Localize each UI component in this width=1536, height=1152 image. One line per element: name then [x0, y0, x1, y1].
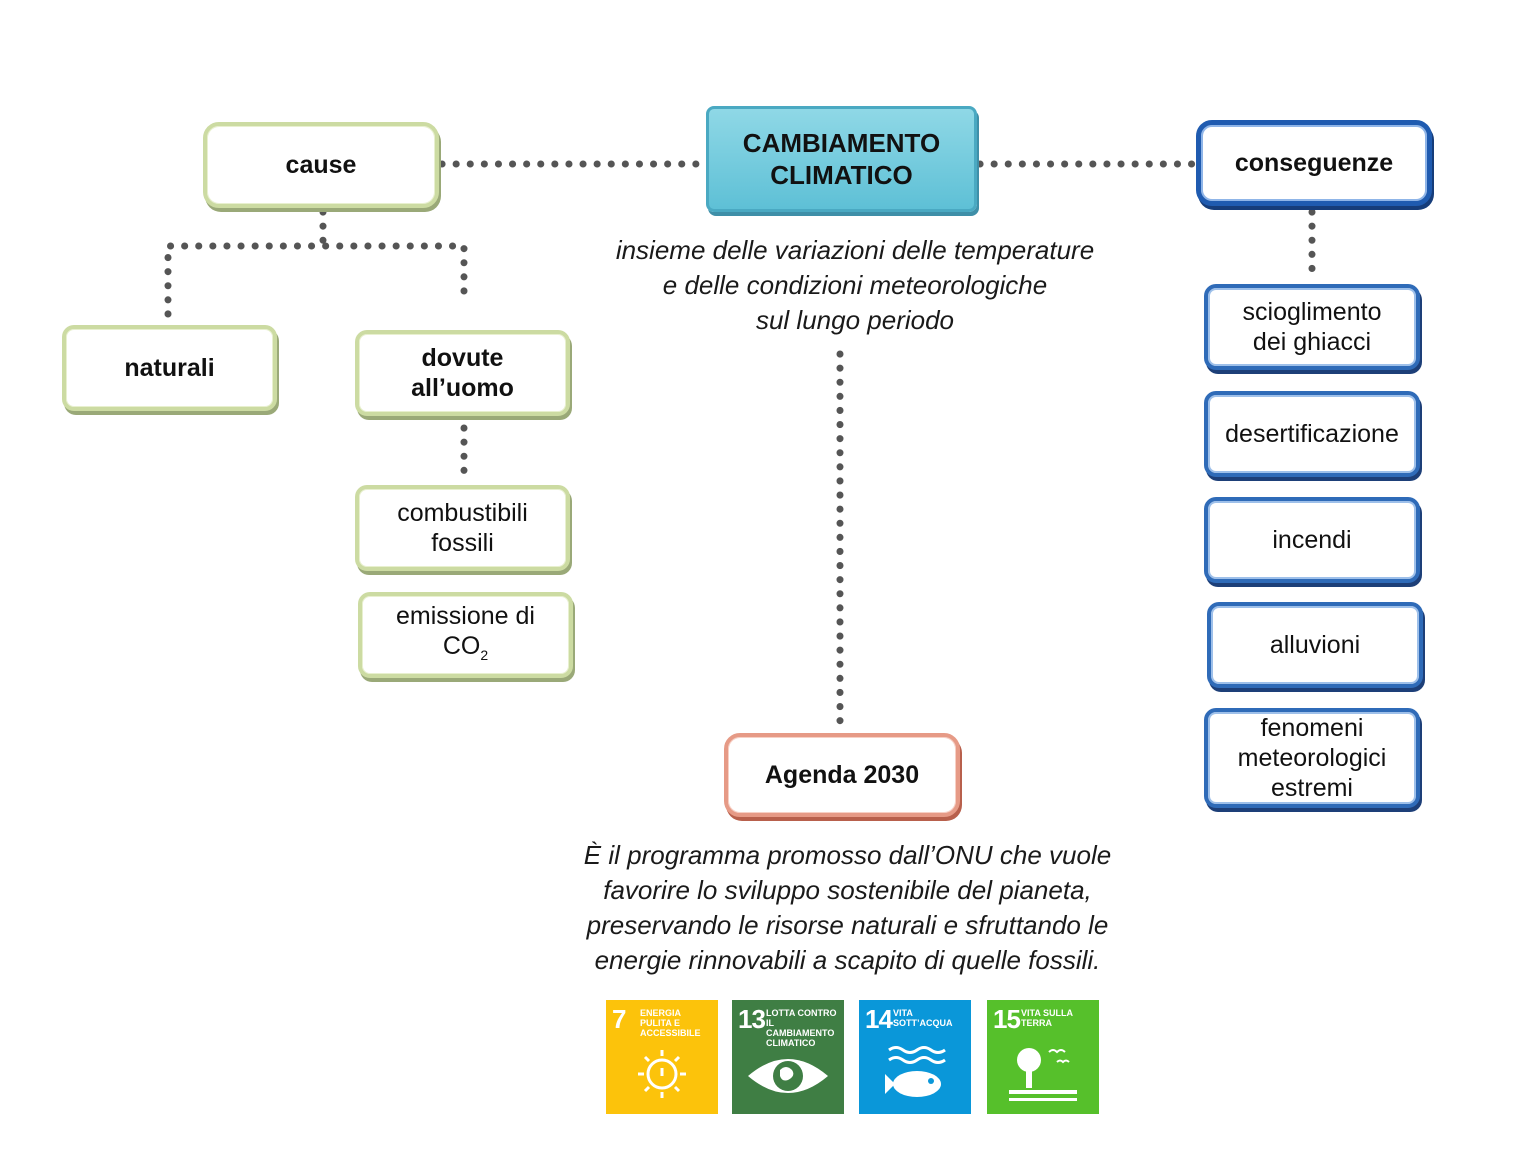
cause-label: cause: [285, 151, 357, 179]
agenda-desc-line4: energie rinnovabili a scapito di quelle …: [594, 945, 1101, 975]
earth-eye-icon: [748, 1059, 828, 1093]
central-node: CAMBIAMENTO CLIMATICO: [706, 106, 977, 212]
sdg-14-number: 14: [865, 1004, 893, 1034]
co2-emission-node: emissione di CO2: [358, 592, 573, 678]
fossil-fuels-node: combustibili fossili: [355, 485, 570, 571]
sdg-13-title: LOTTA CONTRO IL CAMBIAMENTO CLIMATICO: [766, 1008, 837, 1048]
co2-emission-line2: CO2: [443, 631, 488, 670]
fossil-fuels-line1: combustibili: [397, 499, 528, 527]
sdg-7-title: ENERGIA PULITA E ACCESSIBILE: [640, 1008, 701, 1038]
floods-label: alluvioni: [1269, 631, 1361, 659]
fires-node: incendi: [1204, 497, 1420, 583]
agenda-desc-line3: preservando le risorse naturali e sfrutt…: [586, 910, 1109, 940]
sdg-14-tile: 14 VITA SOTT’ACQUA: [859, 1000, 971, 1114]
agenda-description: È il programma promosso dall’ONU che vuo…: [520, 838, 1175, 978]
fish-waves-icon: [885, 1046, 946, 1097]
sdg-13-number: 13: [738, 1004, 766, 1034]
human-cause-node: dovute all’uomo: [355, 330, 570, 416]
ice-melting-line2: dei ghiacci: [1252, 328, 1372, 356]
extreme-weather-line1: fenomeni: [1260, 714, 1364, 742]
co2-subscript: 2: [480, 646, 489, 663]
sdg-15-number: 15: [993, 1004, 1021, 1034]
desertification-node: desertificazione: [1204, 391, 1420, 477]
fossil-fuels-line2: fossili: [431, 529, 494, 557]
sdg-icons: 7 ENERGIA PULITA E ACCESSIBILE 13 LOTTA …: [606, 1000, 1100, 1114]
consequences-node: conseguenze: [1196, 120, 1432, 206]
human-cause-line1: dovute: [421, 344, 504, 372]
agenda-desc-line1: È il programma promosso dall’ONU che vuo…: [583, 840, 1112, 870]
sdg-13-tile: 13 LOTTA CONTRO IL CAMBIAMENTO CLIMATICO: [732, 1000, 844, 1114]
natural-cause-node: naturali: [62, 325, 277, 411]
cause-node: cause: [203, 122, 439, 208]
ice-melting-node: scioglimento dei ghiacci: [1204, 284, 1420, 370]
agenda-desc-line2: favorire lo sviluppo sostenibile del pia…: [603, 875, 1092, 905]
extreme-weather-line3: estremi: [1271, 774, 1353, 802]
definition-line3: sul lungo periodo: [755, 305, 955, 335]
tree-birds-icon: [1009, 1048, 1077, 1101]
agenda-node: Agenda 2030: [724, 733, 960, 817]
human-cause-line2: all’uomo: [411, 374, 514, 402]
agenda-label: Agenda 2030: [764, 761, 920, 789]
desertification-label: desertificazione: [1225, 420, 1399, 448]
central-title-line2: CLIMATICO: [770, 160, 913, 190]
extreme-weather-node: fenomeni meteorologici estremi: [1204, 708, 1420, 808]
central-title-line1: CAMBIAMENTO: [742, 128, 941, 158]
definition-line1: insieme delle variazioni delle temperatu…: [615, 235, 1095, 265]
extreme-weather-line2: meteorologici: [1237, 744, 1387, 772]
natural-cause-label: naturali: [124, 354, 215, 382]
fires-label: incendi: [1272, 526, 1352, 554]
definition-line2: e delle condizioni meteorologiche: [662, 270, 1048, 300]
connector-cause-branches: [164, 242, 468, 318]
consequences-label: conseguenze: [1234, 149, 1394, 177]
sdg-14-title: VITA SOTT’ACQUA: [893, 1008, 953, 1028]
sdg-15-tile: 15 VITA SULLA TERRA: [987, 1000, 1099, 1114]
sdg-15-title: VITA SULLA TERRA: [1021, 1008, 1073, 1028]
sdg-7-tile: 7 ENERGIA PULITA E ACCESSIBILE: [606, 1000, 718, 1114]
ice-melting-line1: scioglimento: [1242, 298, 1382, 326]
sdg-7-number: 7: [612, 1004, 627, 1034]
definition-text: insieme delle variazioni delle temperatu…: [560, 233, 1150, 338]
co2-formula: CO: [442, 631, 481, 660]
floods-node: alluvioni: [1207, 602, 1423, 688]
sun-power-icon: [638, 1050, 686, 1098]
co2-emission-line1: emissione di: [396, 601, 535, 630]
